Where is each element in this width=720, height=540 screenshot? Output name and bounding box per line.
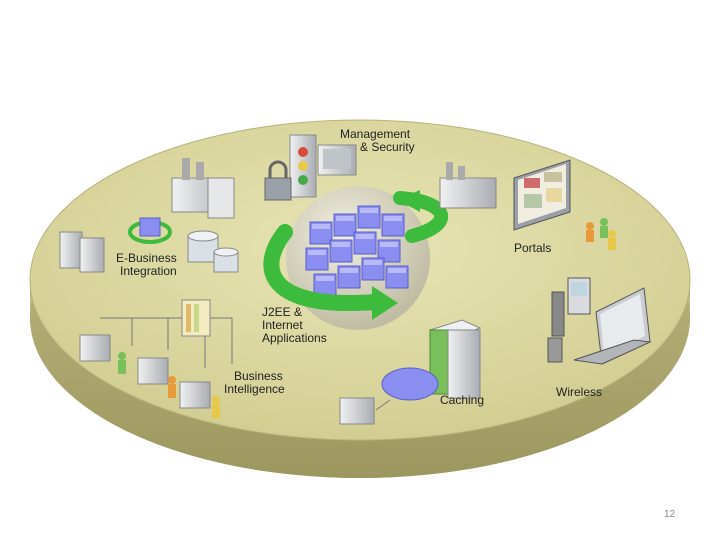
business-intelligence-icon [79, 299, 233, 418]
label-management-security: Management & Security [340, 128, 415, 154]
label-j2ee-line2: Internet [262, 318, 303, 332]
label-ebusiness-integration: E-Business Integration [116, 252, 177, 278]
caching-server-icon [339, 319, 482, 425]
label-portals: Portals [514, 241, 552, 255]
j2ee-sphere-icon [263, 186, 448, 330]
ebusiness-integration-icon [59, 217, 172, 273]
management-security-icon [264, 134, 357, 201]
label-ebusiness-line1: E-Business [116, 251, 177, 265]
label-ebusiness-line2: Integration [120, 264, 177, 278]
label-management-line2: & Security [360, 140, 415, 154]
database-icon [187, 230, 239, 273]
label-j2ee-applications: J2EE & Internet Applications [262, 306, 327, 345]
users-icon [586, 218, 616, 250]
label-caching: Caching [440, 393, 485, 407]
page-number: 12 [664, 509, 676, 520]
label-bi-line1: Business [234, 369, 283, 383]
wireless-devices-icon [547, 277, 652, 365]
factory-icon [171, 158, 235, 219]
label-j2ee-line3: Applications [262, 331, 327, 345]
label-bi-line2: Intelligence [224, 382, 285, 396]
circular-arrow-icon [263, 190, 448, 320]
cube-cluster-icon [305, 205, 409, 297]
factory-icon-right [439, 162, 497, 209]
label-management-line1: Management [340, 127, 411, 141]
label-business-intelligence: Business Intelligence [224, 370, 285, 396]
portal-screen-icon [513, 159, 571, 231]
label-j2ee-line1: J2EE & [262, 305, 303, 319]
label-wireless: Wireless [556, 385, 603, 399]
